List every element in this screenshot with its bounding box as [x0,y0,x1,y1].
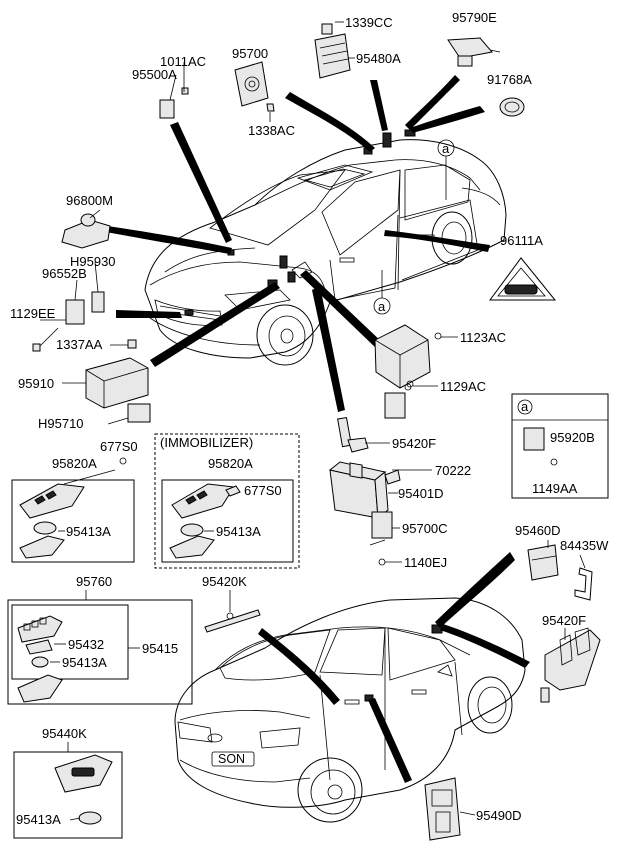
label-callout-a-1: a [442,141,450,156]
label-1123ac: 1123AC [460,330,506,345]
key-box-2 [161,479,294,563]
part-95401d-module [328,461,401,519]
part-96552b [32,291,105,352]
label-1129ac: 1129AC [440,379,486,394]
key-fob-4 [54,754,113,825]
label-1338ac: 1338AC [248,123,295,138]
part-96111a-warning-triangle [489,257,557,301]
label-95820a-left: 95820A [52,456,97,471]
key-fob-1 [19,469,116,559]
label-70222: 70222 [435,463,471,478]
plate-text: SON [218,752,245,766]
label-91768a: 91768A [487,72,532,87]
key-fob-2 [169,483,241,559]
part-95420k [204,609,261,633]
label-95420k: 95420K [202,574,247,589]
label-95432: 95432 [68,637,104,652]
label-95820a-right: 95820A [208,456,253,471]
label-95480a: 95480A [356,51,401,66]
label-95401d: 95401D [398,486,444,501]
label-95413a-2: 95413A [216,524,261,539]
label-95700: 95700 [232,46,268,61]
label-96800m: 96800M [66,193,113,208]
label-95460d: 95460D [515,523,561,538]
leader-arrows-top [100,75,490,412]
label-95420f-top: 95420F [392,436,436,451]
part-95700c [369,511,393,566]
part-95910-ecu [85,339,151,423]
key-fob-3 [17,615,63,703]
label-96111a: 96111A [500,233,543,248]
label-677s0-right: 677S0 [244,483,282,498]
part-95790e [447,37,501,67]
part-1123ac-module [374,324,442,419]
label-95490d: 95490D [476,808,522,823]
key-box-95760 [7,599,193,705]
label-callout-a-2: a [378,299,386,314]
label-677s0-left: 677S0 [100,439,138,454]
part-95480a-module [314,23,351,79]
label-1140ej: 1140EJ [404,555,447,570]
immobilizer-box [154,433,300,569]
label-95413a-4: 95413A [16,812,61,827]
label-95790e: 95790E [452,10,497,25]
label-95700c: 95700C [402,521,448,536]
inset-box-a [511,393,609,499]
part-95420f-antenna [337,416,369,453]
label-95413a-1: 95413A [66,524,111,539]
label-h95710: H95710 [38,416,84,431]
label-95760: 95760 [76,574,112,589]
key-box-95760-inner [11,604,129,680]
label-immobilizer: (IMMOBILIZER) [160,435,253,450]
part-96800m [61,213,111,249]
label-1129ee: 1129EE [10,306,56,321]
label-h95930: H95930 [70,254,116,269]
leader-lines [40,21,586,821]
label-95920b: 95920B [550,430,595,445]
label-95910: 95910 [18,376,54,391]
part-84435w [574,567,593,601]
label-84435w: 84435W [560,538,609,553]
car-rear-view: SON [174,597,526,823]
label-95415: 95415 [142,641,178,656]
label-1149aa: 1149AA [532,481,578,496]
label-95420f-bottom: 95420F [542,613,586,628]
label-1337aa: 1337AA [56,337,103,352]
label-1339cc: 1339CC [345,15,393,30]
part-labels: 1339CC 95790E 1011AC 95700 95500A 95480A… [10,10,609,827]
part-95500a [159,87,189,119]
part-95420f-bracket [540,627,601,703]
label-95440k: 95440K [42,726,87,741]
label-inset-a: a [521,399,529,414]
part-95700 [234,61,275,112]
part-95490d [424,777,461,841]
label-96552b: 96552B [42,266,87,281]
leader-arrows-bottom [258,552,530,783]
part-95460d [527,544,559,581]
label-1011ac: 1011AC [160,54,206,69]
part-91768a [499,97,525,117]
key-box-1 [11,479,135,563]
label-95413a-3: 95413A [62,655,107,670]
label-95500a: 95500A [132,67,177,82]
